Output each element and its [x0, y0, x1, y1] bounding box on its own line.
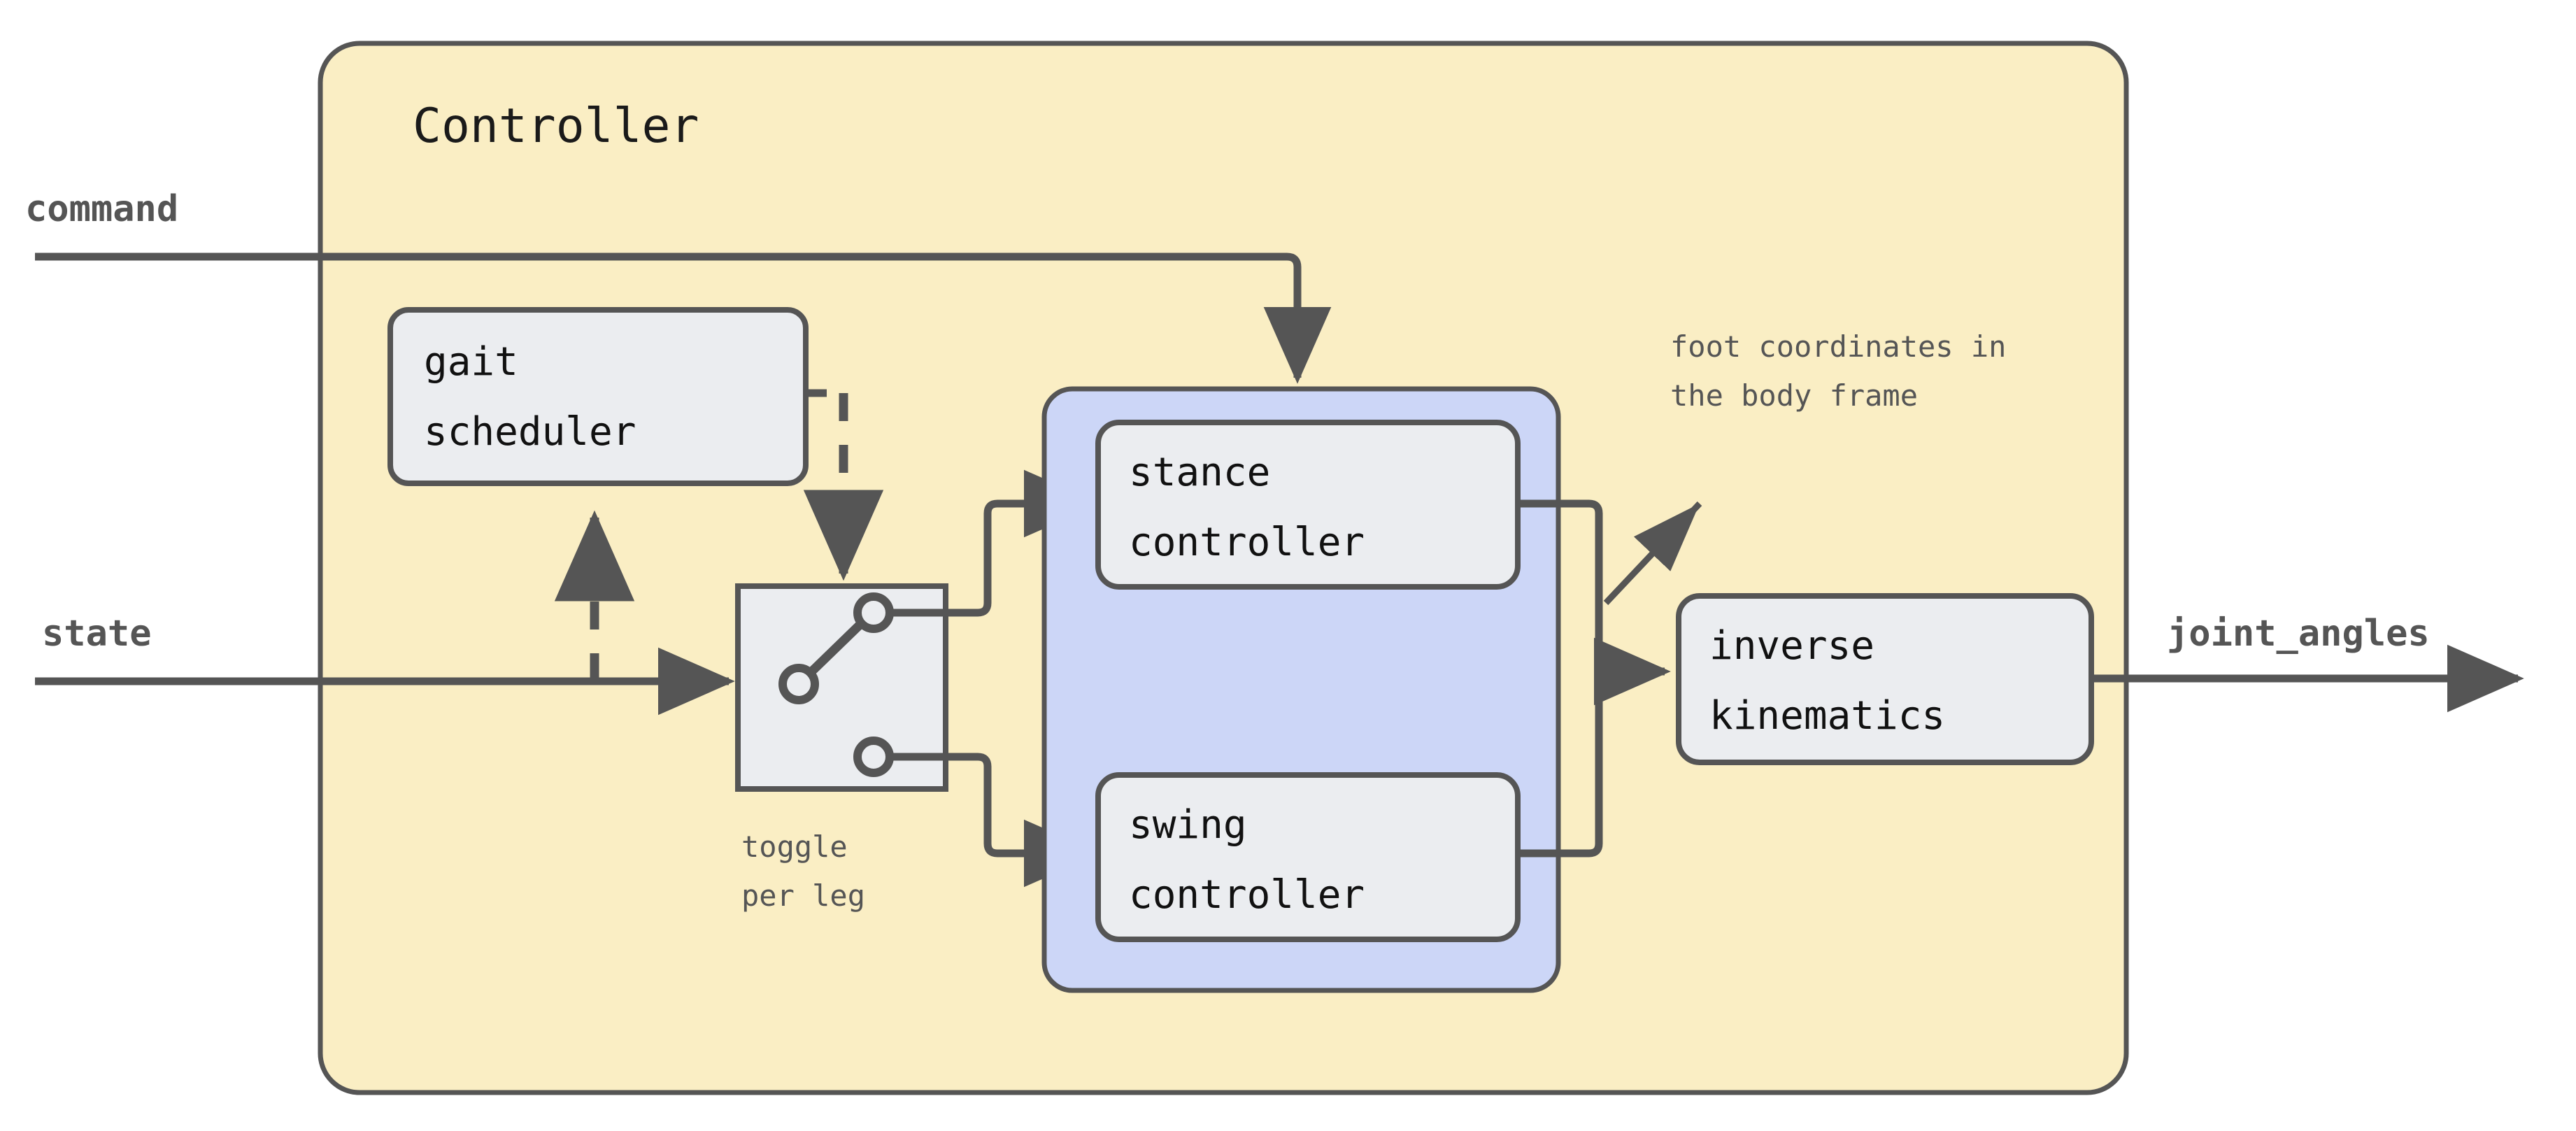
wire-toggle-to-stance [890, 469, 1101, 617]
gait-scheduler-label-line1: gait [424, 339, 518, 385]
toggle-pivot-node [778, 664, 819, 704]
foot-coordinates-note-line2: the body frame [1670, 378, 1919, 413]
swing-controller-label-line1: swing [1129, 802, 1247, 848]
wire-stance-output [1518, 499, 1603, 671]
controller-title: Controller [413, 99, 699, 154]
wire-swing-output [1518, 671, 1603, 858]
toggle-terminal-stance[interactable] [853, 592, 894, 633]
toggle-caption-line2: per leg [741, 879, 866, 913]
foot-coordinates-note-line1: foot coordinates in [1670, 329, 2007, 364]
stance-controller-label-line2: controller [1129, 520, 1365, 565]
toggle-caption-line1: toggle [741, 830, 848, 864]
wire-command [35, 252, 1332, 384]
input-port-command-label: command [25, 188, 179, 230]
input-port-state-label: state [42, 613, 152, 655]
gait-scheduler-label-line2: scheduler [424, 409, 636, 455]
inverse-kinematics-label-line2: kinematics [1709, 693, 1946, 739]
gait-scheduler-block[interactable] [387, 307, 809, 486]
output-port-joint-angles-label: joint_angles [2167, 613, 2430, 655]
stance-controller-label-line1: stance [1129, 450, 1271, 495]
toggle-terminal-swing[interactable] [853, 737, 894, 777]
foot-coordinates-leader-arrow [1603, 501, 1702, 606]
swing-controller-label-line2: controller [1129, 872, 1365, 918]
wire-toggle-to-swing [890, 753, 1101, 888]
inverse-kinematics-label-line1: inverse [1709, 623, 1875, 669]
